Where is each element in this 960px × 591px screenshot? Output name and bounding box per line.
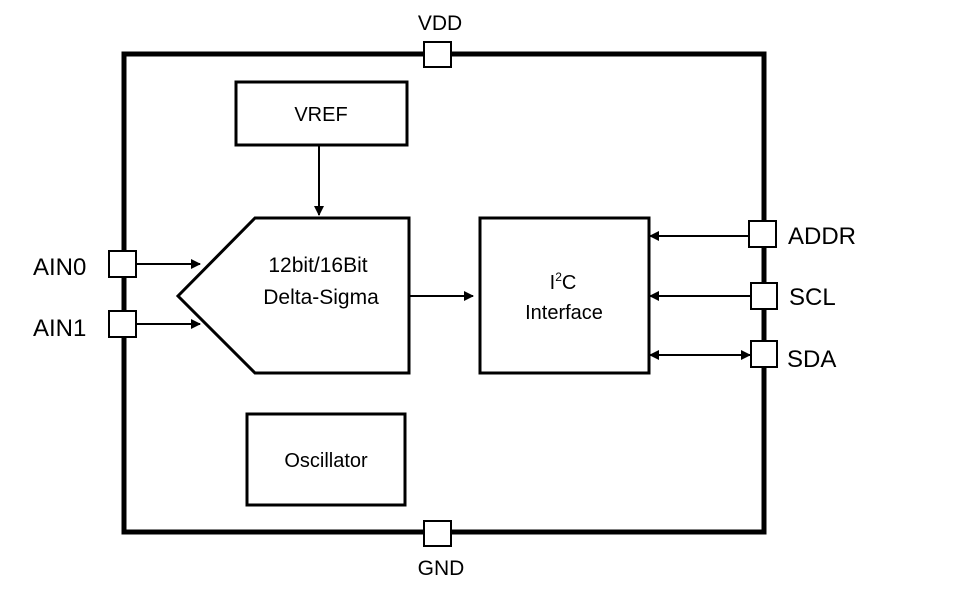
block-vref xyxy=(234,80,409,147)
block-i2c xyxy=(478,216,651,375)
pin-vdd[interactable] xyxy=(423,41,452,68)
block-adc xyxy=(175,216,411,375)
pin-ain1-label: AIN1 xyxy=(33,315,86,342)
pin-sda[interactable] xyxy=(750,340,778,368)
block-oscillator xyxy=(245,412,407,507)
pin-ain1[interactable] xyxy=(108,310,137,338)
pin-gnd-label: GND xyxy=(418,557,465,580)
pin-addr[interactable] xyxy=(748,220,777,248)
pin-addr-label: ADDR xyxy=(788,223,856,250)
pin-ain0[interactable] xyxy=(108,250,137,278)
i2c-label-c: C xyxy=(562,272,576,294)
pin-gnd[interactable] xyxy=(423,520,452,547)
block-i2c-label-line2: Interface xyxy=(525,302,603,324)
pin-scl-label: SCL xyxy=(789,284,836,311)
block-oscillator-label: Oscillator xyxy=(284,450,368,472)
pin-vdd-label: VDD xyxy=(418,12,462,35)
pin-scl[interactable] xyxy=(750,282,778,310)
block-adc-label-line1: 12bit/16Bit xyxy=(268,254,367,277)
pin-ain0-label: AIN0 xyxy=(33,254,86,281)
block-adc-label-line2: Delta-Sigma xyxy=(263,286,379,309)
block-i2c-label-line1: I2C xyxy=(550,270,577,294)
i2c-label-i: I xyxy=(550,272,556,294)
block-vref-label: VREF xyxy=(294,104,347,126)
i2c-label-superscript: 2 xyxy=(555,270,562,284)
pin-sda-label: SDA xyxy=(787,346,836,373)
